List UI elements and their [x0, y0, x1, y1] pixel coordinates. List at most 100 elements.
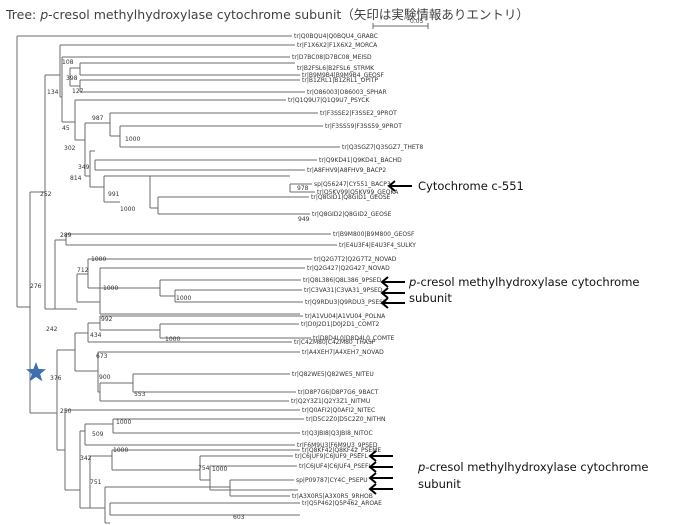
bootstrap-value: 398 — [66, 75, 78, 82]
leaf-label: tr|Q8KF42|Q8KF42_PSEME — [302, 447, 381, 454]
leaf-label: tr|D8D4L0|D8D4L0_COMTE — [313, 335, 395, 342]
bootstrap-value: 751 — [90, 479, 102, 486]
leaf-label: tr|Q1Q9U7|Q1Q9U7_PSYCK — [288, 97, 370, 104]
bootstrap-value: 276 — [30, 283, 42, 290]
arrow-left-icon — [380, 297, 405, 309]
leaf-label: tr|D5C2Z0|D5C2Z0_NITHN — [306, 416, 386, 423]
scale-bar-label: 0.05 — [410, 18, 424, 25]
page-title: Tree: p-cresol methylhydroxylase cytochr… — [6, 7, 529, 22]
bootstrap-value: 603 — [233, 514, 245, 521]
arrow-left-icon — [380, 287, 405, 299]
bootstrap-value: 242 — [46, 326, 58, 333]
leaf-label: tr|D7BC08|D7BC08_MEISD — [292, 54, 372, 61]
leaf-label: tr|A3X0R5|A3X0R5_9RHOB — [292, 493, 373, 500]
arrow-left-icon — [380, 276, 405, 288]
leaf-label: tr|B1ZRL1|B1ZRL1_OPITP — [302, 77, 378, 84]
leaf-label: tr|C6JUF9|C6JUF9_PSEFL — [295, 453, 368, 460]
bootstrap-value: 900 — [99, 374, 111, 381]
leaf-label: tr|Q2G7T2|Q2G7T2_NOVAD — [314, 256, 397, 263]
bootstrap-value: 1000 — [91, 256, 106, 263]
leaf-labels: tr|Q0BQU4|Q0BQU4_GRABC tr|F1X6X2|F1X6X2_… — [288, 33, 423, 507]
bootstrap-value: 814 — [70, 175, 82, 182]
leaf-label: tr|B9M800|B9M800_GEOSF — [333, 231, 415, 238]
leaf-label: tr|B2FSL6|B2FSL6_STRMK — [297, 65, 375, 72]
leaf-label: tr|Q8L386|Q8L386_9PSED — [303, 277, 382, 284]
leaf-label: tr|F3SSE2|F3SSE2_9PROT — [320, 110, 397, 117]
bootstrap-value: 1000 — [165, 336, 180, 343]
annotation-group2-line2: subunit — [418, 477, 461, 491]
leaf-label: tr|Q2G427|Q2G427_NOVAD — [307, 265, 390, 272]
bootstrap-value: 1000 — [120, 206, 135, 213]
bootstrap-value: 108 — [62, 59, 74, 66]
leaf-label: tr|F3SS59|F3SS59_9PROT — [325, 123, 402, 130]
leaf-label: tr|C6JUF4|C6JUF4_PSEFL — [299, 463, 372, 470]
bootstrap-value: 1000 — [176, 295, 191, 302]
leaf-label: tr|Q3SGZ7|Q3SGZ7_THET8 — [342, 144, 423, 151]
leaf-label: tr|Q9KD41|Q9KD41_BACHD — [319, 157, 402, 164]
leaf-label: tr|A8FHV9|A8FHV9_BACP2 — [307, 167, 386, 174]
bootstrap-value: 949 — [298, 216, 310, 223]
leaf-label: tr|C3VA31|C3VA31_9PSED — [304, 287, 383, 294]
leaf-label: tr|Q9RDU3|Q9RDU3_PSESP — [305, 299, 387, 306]
bootstrap-value: 349 — [78, 164, 90, 171]
leaf-label: tr|C4ZM80|C4ZM80_THASP — [294, 339, 376, 346]
bootstrap-value: 45 — [62, 125, 70, 132]
bootstrap-value: 1000 — [103, 285, 118, 292]
bootstrap-value: 673 — [96, 353, 108, 360]
leaf-label: tr|F1X6X2|F1X6X2_MORCA — [297, 42, 378, 49]
leaf-label: tr|O86003|O86003_SPHAR — [307, 89, 387, 96]
bootstrap-value: 987 — [92, 115, 104, 122]
leaf-label: tr|Q0AFI2|Q0AFI2_NITEC — [302, 407, 375, 414]
bootstrap-value: 342 — [80, 455, 92, 462]
annotation-group1-line1: p-cresol methylhydroxylase cytochrome — [408, 275, 640, 289]
bootstrap-value: 127 — [72, 88, 84, 95]
leaf-label: tr|Q5KV99|Q5KV99_GEOKA — [317, 189, 399, 196]
leaf-label: sp|P09787|CY4C_PSEPU — [296, 477, 368, 484]
annotation-cytochrome: Cytochrome c-551 — [418, 179, 524, 193]
bootstrap-value: 302 — [64, 145, 76, 152]
annotation-group1-line2: subunit — [409, 291, 452, 305]
bootstrap-values: 108 398 127 134 45 987 1000 302 349 814 … — [30, 59, 310, 521]
arrow-left-icon — [368, 483, 393, 495]
bootstrap-value: 252 — [40, 191, 52, 198]
annotation-group2-line1: p-cresol methylhydroxylase cytochrome — [417, 460, 649, 474]
leaf-label: tr|Q0BQU4|Q0BQU4_GRABC — [294, 33, 378, 40]
bootstrap-value: 1000 — [116, 419, 131, 426]
bootstrap-value: 250 — [60, 408, 72, 415]
bootstrap-value: 134 — [47, 89, 59, 96]
bootstrap-value: 509 — [92, 431, 104, 438]
leaf-label: tr|Q82WE5|Q82WE5_NITEU — [292, 371, 374, 378]
tree-branches — [16, 35, 340, 524]
bootstrap-value: 991 — [108, 191, 120, 198]
arrow-left-icon — [387, 180, 412, 192]
leaf-label: sp|Q56247|CY551_BACP3 — [314, 181, 391, 188]
leaf-label: tr|Q2Y3Z1|Q2Y3Z1_NITMU — [291, 398, 370, 405]
arrow-left-icon — [368, 472, 393, 484]
arrow-left-icon — [368, 461, 393, 473]
leaf-label: tr|E4U3F4|E4U3F4_SULKY — [339, 242, 416, 249]
leaf-label: tr|B9M9B4|B9M9B4_GEOSF — [302, 72, 385, 79]
bootstrap-value: 992 — [101, 316, 113, 323]
bootstrap-value: 553 — [134, 391, 146, 398]
leaf-label: tr|F6M9U3|F6M9U3_9PSED — [297, 442, 378, 449]
scale-bar: 0.05 — [372, 18, 429, 29]
leaf-label: tr|Q8GID1|Q8GID1_GEOSE — [311, 194, 391, 201]
bootstrap-value: 1000 — [212, 466, 227, 473]
bootstrap-value: 754 — [198, 465, 210, 472]
arrow-left-icon — [368, 450, 393, 462]
leaf-label: tr|A1VU04|A1VU04_POLNA — [305, 313, 386, 320]
bootstrap-value: 289 — [60, 232, 72, 239]
star-icon — [26, 362, 46, 382]
leaf-label: tr|D8P7G6|D8P7G6_9BACT — [298, 389, 379, 396]
bootstrap-value: 978 — [297, 185, 309, 192]
bootstrap-value: 712 — [77, 267, 89, 274]
annotation-arrows — [368, 180, 412, 495]
leaf-label: tr|D0J2D1|D0J2D1_COMT2 — [301, 321, 380, 328]
bootstrap-value: 1000 — [113, 447, 128, 454]
leaf-label: tr|Q5P462|Q5P462_AROAE — [302, 500, 382, 507]
leaf-label: tr|A4XEH7|A4XEH7_NOVAD — [302, 349, 384, 356]
bootstrap-value: 434 — [90, 332, 102, 339]
bootstrap-value: 376 — [50, 375, 62, 382]
bootstrap-value: 1000 — [125, 136, 140, 143]
